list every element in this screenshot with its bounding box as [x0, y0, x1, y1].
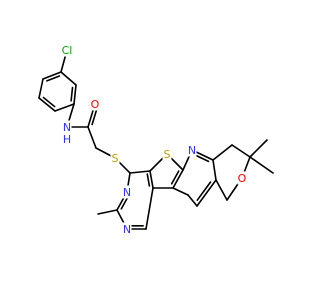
- thioether-sulfur-label: S: [112, 152, 119, 165]
- carbonyl-oxygen-label: O: [91, 98, 100, 111]
- bond-c12-c13: [231, 144, 251, 158]
- pyrimidine-nitrogen-upper-label: N: [123, 186, 131, 199]
- bond-c9-c10: [196, 179, 217, 207]
- amide-hydrogen-label: H: [63, 133, 71, 146]
- pyrimidine-nitrogen-lower-label: N: [123, 223, 131, 236]
- bond-c13-me2: [249, 139, 268, 158]
- bond-a2-a3: [73, 84, 77, 105]
- pyrimidine-nitrogen-upper-label-backing: [122, 185, 132, 199]
- bond-c3-c4-second-line: [170, 170, 180, 185]
- bond-a2-a3-second-line: [70, 86, 74, 102]
- pyridine-nitrogen-label: N: [188, 144, 196, 157]
- bond-cc-oc-second-line: [91, 107, 98, 126]
- bond-c2-c5-second-line: [146, 173, 151, 187]
- bonds: [38, 49, 274, 230]
- bond-a4-a5-second-line: [42, 96, 56, 108]
- amide-nitrogen-label: N: [63, 121, 71, 134]
- pyran-oxygen-label-backing: [237, 171, 247, 185]
- bond-a1-a2: [60, 71, 77, 86]
- pyridine-nitrogen-label-backing: [187, 143, 197, 157]
- bond-a5-a6: [38, 78, 44, 99]
- bond-cc-ch2: [87, 126, 97, 149]
- bond-a3-a4: [54, 103, 75, 112]
- bond-c2-c5: [149, 170, 154, 189]
- thiophene-sulfur-label: S: [164, 148, 171, 161]
- bond-c3-c4: [172, 169, 184, 189]
- bond-c9-c10-second-line: [196, 181, 212, 202]
- chemical-structure-diagram: ClN O S S N N N O H: [38, 43, 274, 236]
- bond-c14-c9: [215, 179, 228, 201]
- chlorine-label-backing: [60, 43, 74, 57]
- bond-c11-c4: [172, 187, 189, 196]
- bond-a6-a1-second-line: [46, 75, 61, 82]
- thioether-sulfur-label-backing: [110, 151, 120, 165]
- chlorine-label: Cl: [62, 44, 73, 57]
- bond-c8-c9: [212, 159, 217, 181]
- bond-c1-c2: [129, 170, 151, 174]
- bond-c8-c12: [212, 144, 233, 161]
- carbonyl-oxygen-label-backing: [90, 97, 100, 111]
- bond-c5-c7: [145, 187, 154, 230]
- bond-c13-me3: [249, 156, 274, 174]
- pyrimidine-nitrogen-lower-label-backing: [122, 222, 132, 236]
- bond-a6-a1: [42, 71, 62, 80]
- pyran-oxygen-label: O: [238, 172, 247, 185]
- amide-nitrogen-label-backing: [62, 120, 72, 134]
- atom-labels: ClN O S S N N N O H: [60, 43, 247, 236]
- thiophene-sulfur-label-backing: [162, 147, 172, 161]
- bond-c6-me1: [97, 209, 118, 215]
- bond-a4-a5: [38, 97, 56, 112]
- bond-c10-c11: [187, 194, 198, 207]
